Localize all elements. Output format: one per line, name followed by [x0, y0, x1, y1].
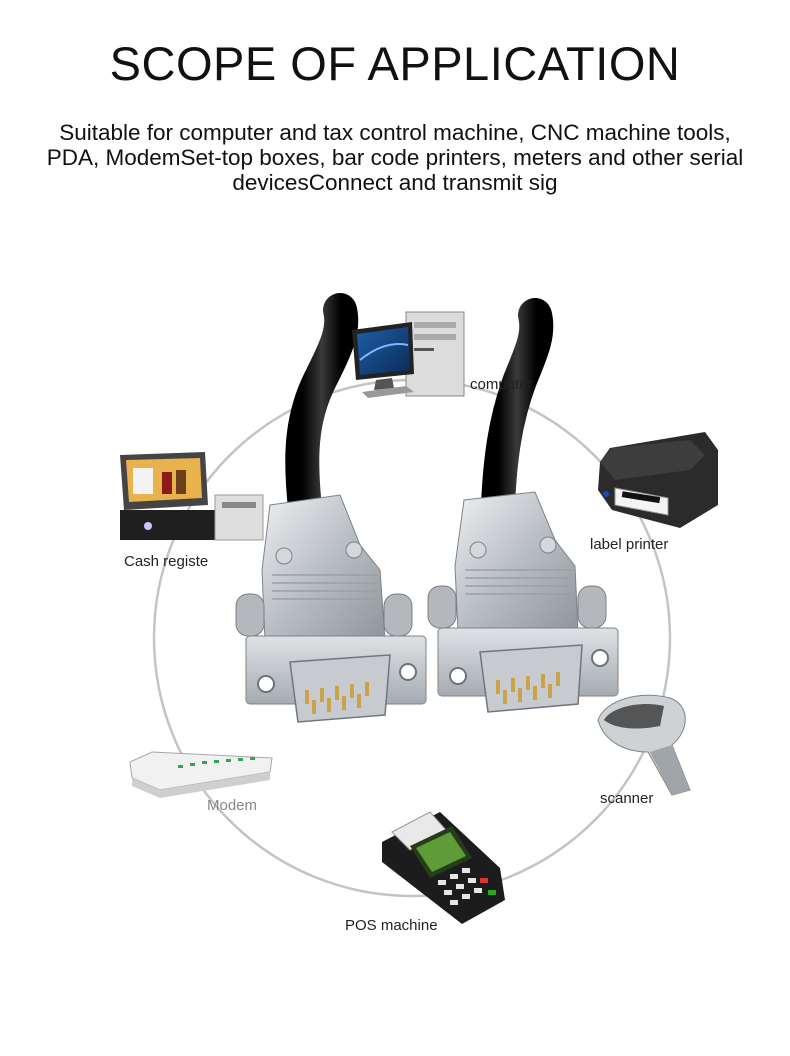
modem-icon — [129, 751, 273, 798]
computer-icon — [352, 311, 465, 398]
computer-label: computer — [470, 376, 533, 393]
label-printer-label: label printer — [590, 536, 669, 553]
db9-connector-icon — [235, 494, 427, 723]
scanner-icon — [597, 694, 691, 796]
db9-connector-icon — [427, 491, 619, 713]
cash-register-label: Cash registe — [124, 553, 209, 570]
cable-right — [481, 298, 554, 522]
scanner-label: scanner — [600, 790, 654, 807]
pos-machine-label: POS machine — [345, 917, 438, 934]
cable-left — [285, 293, 359, 525]
page-description: Suitable for computer and tax control ma… — [46, 120, 744, 195]
pos-machine-icon — [382, 811, 505, 924]
label-printer-icon — [598, 432, 718, 528]
modem-label: Modem — [207, 797, 258, 814]
cash-register-icon — [120, 452, 264, 541]
page-title: SCOPE OF APPLICATION — [109, 37, 681, 90]
